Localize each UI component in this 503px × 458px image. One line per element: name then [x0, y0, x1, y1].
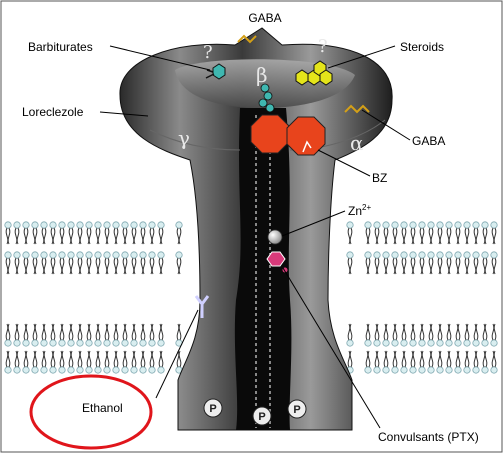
phosphate-circle-left: P	[204, 399, 222, 417]
label-gaba-right: GABA	[412, 134, 445, 148]
phosphate-circle-right: P	[288, 400, 306, 418]
unknown-site-left: ?	[203, 42, 213, 63]
label-steroids: Steroids	[400, 40, 444, 54]
label-loreclezole: Loreclezole	[22, 105, 84, 119]
gamma-subunit-label: γ	[178, 126, 190, 150]
phosphate-label: P	[293, 404, 300, 416]
beta-subunit-label: β	[256, 63, 268, 87]
label-gaba-top: GABA	[248, 11, 281, 25]
label-barbiturates: Barbiturates	[28, 40, 93, 54]
label-ethanol: Ethanol	[82, 401, 123, 415]
alpha-subunit-label: α	[350, 131, 364, 155]
unknown-site-right: ?	[318, 36, 328, 57]
phosphate-circle-center: P	[253, 407, 271, 425]
phosphate-label: P	[258, 411, 265, 423]
label-bz: BZ	[372, 171, 387, 185]
label-convulsants: Convulsants (PTX)	[378, 430, 479, 444]
zinc-ion-icon	[268, 230, 282, 244]
phosphate-label: P	[209, 403, 216, 415]
